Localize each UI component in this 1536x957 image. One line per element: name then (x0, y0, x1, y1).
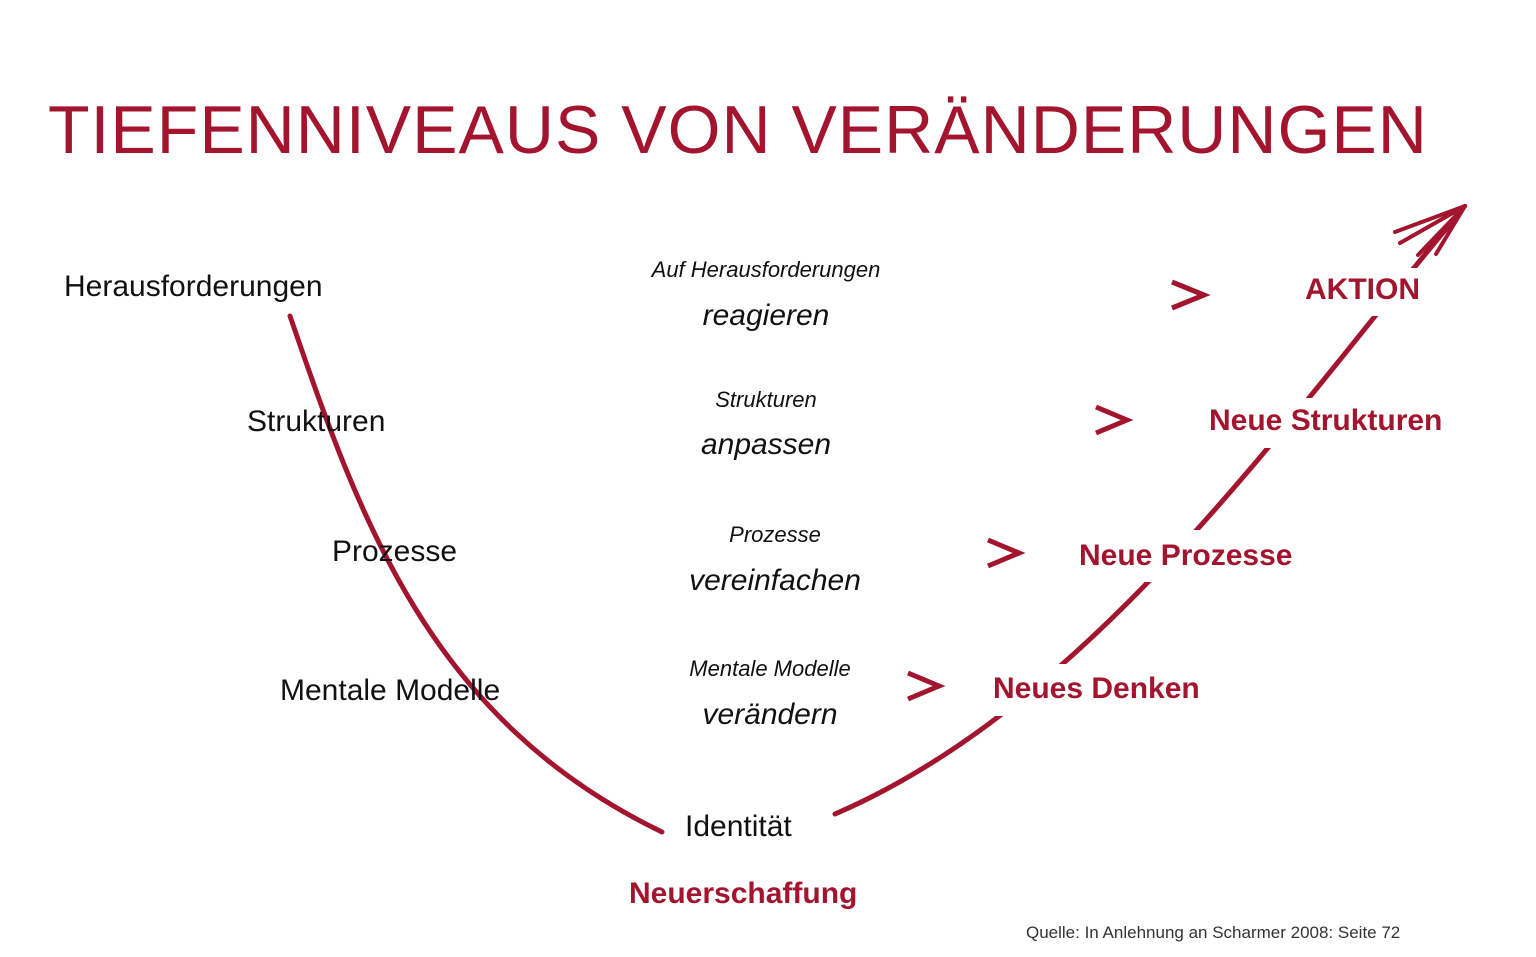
arrow-caption-top-reagieren: Auf Herausforderungen (651, 257, 881, 282)
left-label-herausforderungen: Herausforderungen (64, 270, 323, 303)
arrow-caption-top-anpassen: Strukturen (715, 387, 817, 412)
left-label-mentale-modelle: Mentale Modelle (280, 674, 501, 707)
arrow-reagieren (396, 279, 1211, 311)
curve-gap-strukturen (1200, 398, 1465, 448)
curve-gap-prozesse (1070, 530, 1305, 582)
left-label-strukturen: Strukturen (247, 405, 386, 438)
curve-gap-aktion (1280, 268, 1460, 316)
right-label-neue-strukturen: Neue Strukturen (1209, 404, 1443, 437)
u-curve-left (287, 313, 665, 835)
arrow-caption-bottom-reagieren: reagieren (702, 299, 830, 332)
arrow-veraendern (575, 670, 946, 702)
curve-gap-denken (985, 664, 1215, 716)
page-title: TIEFENNIVEAUS VON VERÄNDERUNGEN (48, 92, 1428, 168)
right-label-neue-prozesse: Neue Prozesse (1079, 539, 1293, 572)
bottom-label-identitaet: Identität (685, 810, 792, 843)
arrow-caption-bottom-vereinfachen: vereinfachen (689, 564, 861, 597)
bottom-result-neuerschaffung: Neuerschaffung (629, 877, 858, 910)
arrow-vereinfachen (490, 537, 1026, 569)
left-label-prozesse: Prozesse (332, 535, 458, 568)
arrow-caption-top-vereinfachen: Prozesse (729, 522, 821, 547)
aktion-arrow-head-icon (1393, 204, 1467, 257)
arrow-caption-top-veraendern: Mentale Modelle (689, 656, 851, 681)
arrow-caption-bottom-veraendern: verändern (702, 698, 838, 731)
right-label-neues-denken: Neues Denken (993, 672, 1200, 705)
source-note: Quelle: In Anlehnung an Scharmer 2008: S… (1026, 923, 1401, 942)
right-label-aktion: AKTION (1305, 273, 1420, 306)
arrow-anpassen (436, 404, 1134, 436)
arrow-caption-bottom-anpassen: anpassen (700, 428, 832, 461)
